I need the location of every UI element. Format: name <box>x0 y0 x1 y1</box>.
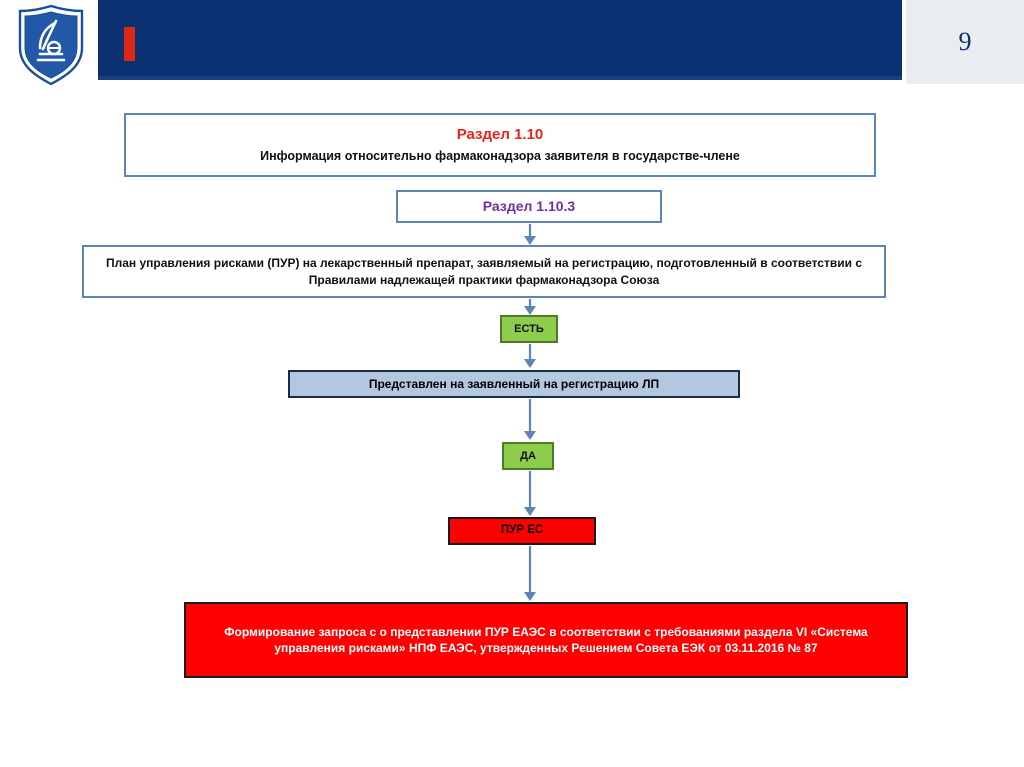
page-number: 9 <box>958 27 972 56</box>
arrow-section-to-description-icon <box>521 224 539 246</box>
title-heading: Раздел 1.10 <box>456 125 544 143</box>
request-text: Формирование запроса с о представлении П… <box>224 624 868 655</box>
decision-est-label: ЕСТЬ <box>514 322 544 335</box>
title-subheading: Информация относительно фармаконадзора з… <box>260 149 740 164</box>
decision-est-box: ЕСТЬ <box>500 315 558 343</box>
arrow-pur-es-to-request-icon <box>521 546 539 602</box>
header-title-band <box>98 0 902 76</box>
microscope-shield-emblem-icon <box>14 4 88 86</box>
decision-da-label: ДА <box>520 449 536 462</box>
arrow-da-to-pur-es-icon <box>521 471 539 517</box>
description-box: План управления рисками (ПУР) на лекарст… <box>82 245 886 298</box>
arrow-submitted-to-da-icon <box>521 399 539 441</box>
arrow-est-to-submitted-icon <box>521 344 539 369</box>
description-text: План управления рисками (ПУР) на лекарст… <box>105 256 862 287</box>
decision-da-box: ДА <box>502 442 554 470</box>
page-number-panel <box>906 0 1024 84</box>
pur-es-box: ПУР ЕС <box>448 517 596 545</box>
slide-header: 9 <box>0 0 1024 88</box>
arrow-description-to-est-icon <box>521 299 539 316</box>
submitted-text: Представлен на заявленный на регистрацию… <box>368 376 660 391</box>
section-label: Раздел 1.10.3 <box>482 198 576 215</box>
submitted-box: Представлен на заявленный на регистрацию… <box>288 370 740 398</box>
header-band-underline <box>98 76 902 80</box>
request-box: Формирование запроса с о представлении П… <box>184 602 908 678</box>
title-box: Раздел 1.10 Информация относительно фарм… <box>124 113 876 177</box>
section-box: Раздел 1.10.3 <box>396 190 662 223</box>
header-accent-bar <box>124 27 135 61</box>
pur-es-label: ПУР ЕС <box>500 524 544 537</box>
